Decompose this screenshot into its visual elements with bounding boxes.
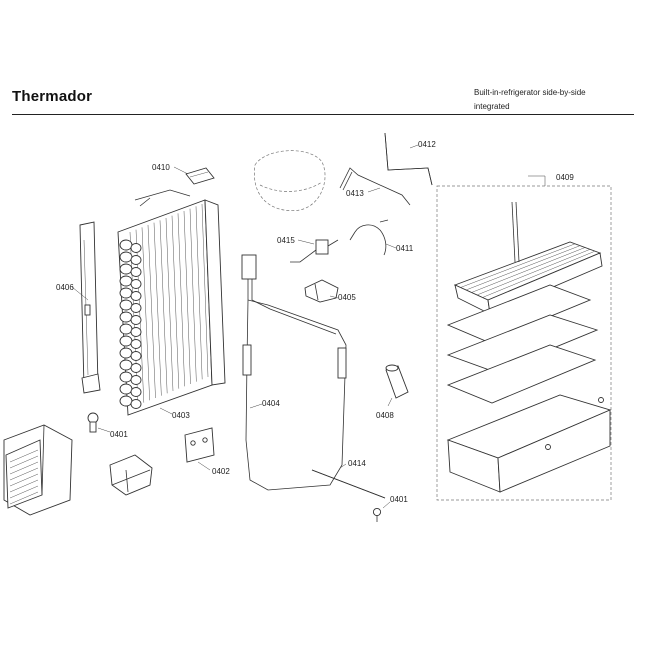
tray-rib xyxy=(465,245,581,291)
evaporator-fin xyxy=(183,210,191,385)
evaporator-coil-bend xyxy=(130,291,142,301)
evaporator-coil-bend xyxy=(130,303,142,313)
evaporator-coil-bend xyxy=(119,239,133,251)
evaporator-fin xyxy=(177,213,185,387)
housing-grille-line xyxy=(9,491,39,505)
evaporator-fin xyxy=(195,206,203,380)
evaporator-coil-bend xyxy=(130,375,142,385)
part-compressor-outline[interactable] xyxy=(254,150,326,212)
callout-0414: 0414 xyxy=(348,459,366,468)
assembly-0409-box xyxy=(436,175,612,501)
housing-grille-line xyxy=(9,479,39,493)
header-rule xyxy=(12,114,634,115)
evaporator-coil-bend xyxy=(130,399,142,409)
evaporator-coil-bend xyxy=(119,347,133,359)
model-description: Built-in-refrigerator side-by-side integ… xyxy=(474,86,586,114)
evaporator-coil-bend xyxy=(130,363,142,373)
callout-0408: 0408 xyxy=(376,411,394,420)
evaporator-fin xyxy=(147,224,156,399)
part-sheets[interactable] xyxy=(446,284,599,404)
part-0411-hook[interactable] xyxy=(349,219,389,256)
part-0408-tube[interactable] xyxy=(385,364,409,399)
part-0414-rod[interactable] xyxy=(311,469,386,499)
evaporator-fin xyxy=(201,203,209,378)
callout-0402: 0402 xyxy=(212,467,230,476)
evaporator-coil-bend xyxy=(130,351,142,361)
part-0401-screw-right[interactable] xyxy=(372,507,382,522)
evaporator-fin xyxy=(141,227,150,401)
evaporator-coil-bend xyxy=(130,255,142,265)
housing-grille-line xyxy=(9,449,39,463)
evaporator-fin xyxy=(153,222,162,396)
evaporator-coil-bend xyxy=(130,315,142,325)
evaporator-fin xyxy=(189,208,197,382)
tray-rib xyxy=(460,243,576,288)
callout-0409: 0409 xyxy=(556,173,574,182)
evaporator-coil-bend xyxy=(119,287,133,299)
description-line-1: Built-in-refrigerator side-by-side xyxy=(474,88,586,97)
evaporator-coil-bend xyxy=(119,359,133,371)
part-0401-clip-left[interactable] xyxy=(87,412,99,433)
callout-0415: 0415 xyxy=(277,236,295,245)
evaporator-coil-bend xyxy=(119,323,133,335)
evaporator-fin xyxy=(171,215,180,389)
housing-grille-line xyxy=(9,467,39,481)
tray-rib xyxy=(482,250,596,298)
part-0412-tube[interactable] xyxy=(384,132,433,186)
part-0410-bracket[interactable] xyxy=(185,167,215,185)
evaporator-coil-bend xyxy=(119,275,133,287)
part-mount-bracket[interactable] xyxy=(109,454,153,496)
part-0406-side-plate[interactable] xyxy=(79,221,101,394)
part-0403-evaporator[interactable] xyxy=(117,189,226,416)
evaporator-coil-bend xyxy=(130,339,142,349)
evaporator-coil-bend xyxy=(119,311,133,323)
part-bottom-pan[interactable] xyxy=(446,394,612,493)
evaporator-coil-bend xyxy=(119,251,133,263)
evaporator-coil-bend xyxy=(130,243,142,253)
evaporator-coil-bend xyxy=(130,327,142,337)
callout-0410: 0410 xyxy=(152,163,170,172)
evaporator-coil-bend xyxy=(130,279,142,289)
callout-0406: 0406 xyxy=(56,283,74,292)
evaporator-coil-bend xyxy=(119,395,133,407)
evaporator-coil-bend xyxy=(119,383,133,395)
part-housing[interactable] xyxy=(3,424,73,516)
evaporator-coil-bend xyxy=(119,335,133,347)
evaporator-coil-bend xyxy=(130,387,142,397)
callout-0412: 0412 xyxy=(418,140,436,149)
callout-0411: 0411 xyxy=(396,244,414,253)
callout-0413: 0413 xyxy=(346,189,364,198)
part-0405-clip[interactable] xyxy=(304,279,339,303)
callout-0405: 0405 xyxy=(338,293,356,302)
callout-0401-left: 0401 xyxy=(110,430,128,439)
housing-grille-line xyxy=(9,473,39,487)
tray-rib xyxy=(471,247,586,293)
callout-0401-right: 0401 xyxy=(390,495,408,504)
part-0404-heater-loop[interactable] xyxy=(241,254,347,491)
evaporator-coil-bend xyxy=(130,267,142,277)
evaporator-fin xyxy=(165,217,174,392)
evaporator-coil-bend xyxy=(119,263,133,275)
callout-0404: 0404 xyxy=(262,399,280,408)
part-0402-plate[interactable] xyxy=(184,427,215,463)
part-0413-line[interactable] xyxy=(339,167,411,206)
brand-title: Thermador xyxy=(12,88,93,105)
part-0415-connector[interactable] xyxy=(290,239,339,263)
evaporator-coil-bend xyxy=(119,371,133,383)
callout-0403: 0403 xyxy=(172,411,190,420)
tray-rib xyxy=(476,249,591,296)
housing-grille-line xyxy=(9,485,39,499)
evaporator-fin xyxy=(159,220,168,394)
description-line-2: integrated xyxy=(474,102,510,111)
housing-grille-line xyxy=(9,461,39,475)
evaporator-coil-bend xyxy=(119,299,133,311)
housing-grille-line xyxy=(9,455,39,469)
